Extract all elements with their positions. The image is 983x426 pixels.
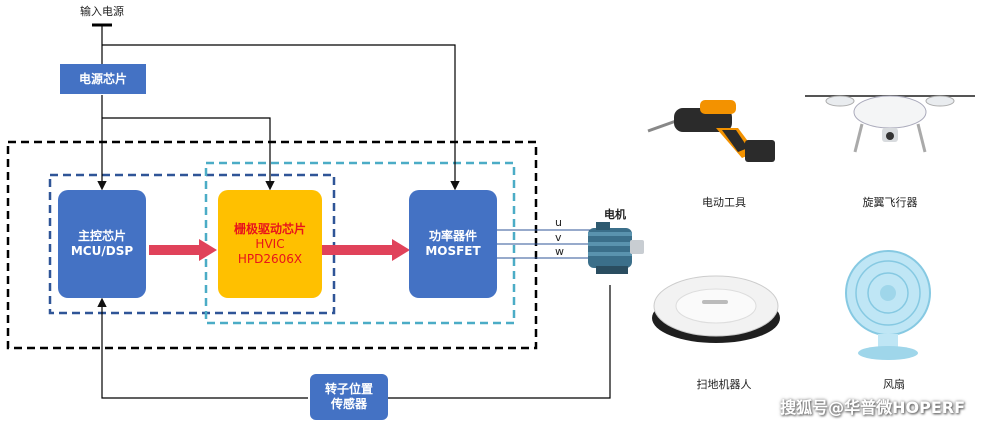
power-device-block: 功率器件 MOSFET <box>409 190 497 298</box>
motor-illustration <box>588 222 644 274</box>
gate-driver-block: 栅极驱动芯片 HVIC HPD2606X <box>218 190 322 298</box>
robot-vacuum-caption: 扫地机器人 <box>696 378 752 391</box>
mcu-label-line2: MCU/DSP <box>70 244 134 258</box>
motor-label: 电机 <box>604 208 626 221</box>
drone-caption: 旋翼飞行器 <box>862 196 918 209</box>
driver-to-mosfet-arrow <box>322 239 410 261</box>
watermark: 搜狐号@华普微HOPERF <box>780 398 965 417</box>
rotor-sensor-label-line1: 转子位置 <box>324 382 373 396</box>
rotor-sensor-label-line2: 传感器 <box>330 397 367 411</box>
input-power-label: 输入电源 <box>80 5 124 18</box>
phase-w-label: w <box>555 245 564 258</box>
phase-u-label: u <box>555 216 562 229</box>
phase-v-label: v <box>555 231 562 244</box>
control-frame <box>48 173 336 315</box>
power-tool-image <box>647 100 775 162</box>
fan-image <box>845 250 931 360</box>
power-device-label-line2: MOSFET <box>425 244 481 258</box>
power-tool-caption: 电动工具 <box>702 196 746 209</box>
mcu-to-driver-arrow <box>149 239 217 261</box>
mcu-block: 主控芯片 MCU/DSP <box>58 190 146 298</box>
system-frame <box>6 140 538 350</box>
mcu-label-line1: 主控芯片 <box>77 229 126 243</box>
power-chip-label: 电源芯片 <box>78 71 127 86</box>
power-chip-block: 电源芯片 <box>60 64 146 94</box>
driver-label-line3: HPD2606X <box>237 251 303 266</box>
rotor-sensor-block: 转子位置 传感器 <box>310 374 388 420</box>
robot-vacuum-image <box>652 275 780 343</box>
fan-caption: 风扇 <box>883 378 905 391</box>
power-device-label-line1: 功率器件 <box>428 229 477 243</box>
driver-label-line1: 栅极驱动芯片 <box>233 221 306 236</box>
drone-image <box>805 95 975 153</box>
driver-label-line2: HVIC <box>255 236 285 251</box>
